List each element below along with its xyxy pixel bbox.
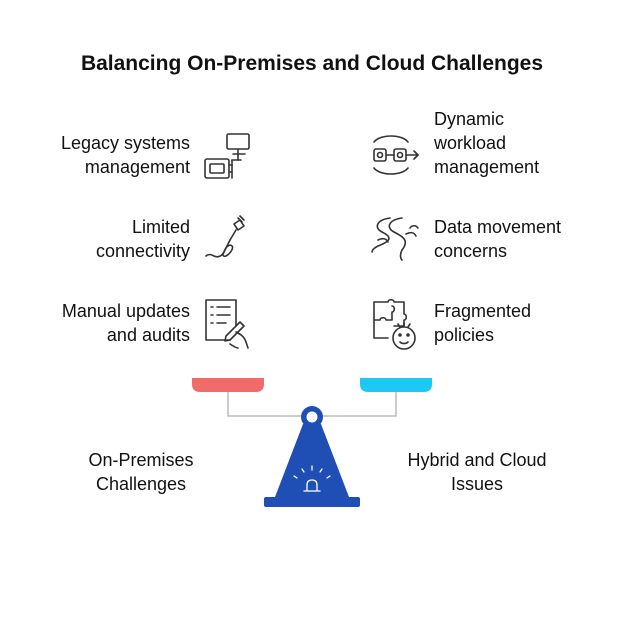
puzzle-face-icon [368,296,424,352]
left-pan [192,378,264,392]
page-title: Balancing On-Premises and Cloud Challeng… [80,52,544,75]
workload-flow-icon [368,128,424,184]
gauge-icon [293,465,331,492]
scale-base [275,424,349,497]
right-pan [360,378,432,392]
hybrid-cloud-caption: Hybrid and Cloud Issues [407,450,547,494]
manual-updates-label: Manual updates and audits [61,301,190,345]
dynamic-workload-label: Dynamic workload management [434,109,540,177]
data-movement-label: Data movement concerns [434,217,562,261]
scale-foot [264,497,360,507]
fragmented-policies-label: Fragmented policies [434,301,532,345]
server-computer-icon [200,128,256,184]
on-premises-caption: On-Premises Challenges [88,450,194,494]
limited-connectivity-label: Limited connectivity [95,217,190,261]
legacy-systems-label: Legacy systems management [60,133,190,177]
unplugged-cable-icon [200,212,256,268]
checklist-writing-icon [200,296,256,352]
data-stream-icon [368,212,424,268]
